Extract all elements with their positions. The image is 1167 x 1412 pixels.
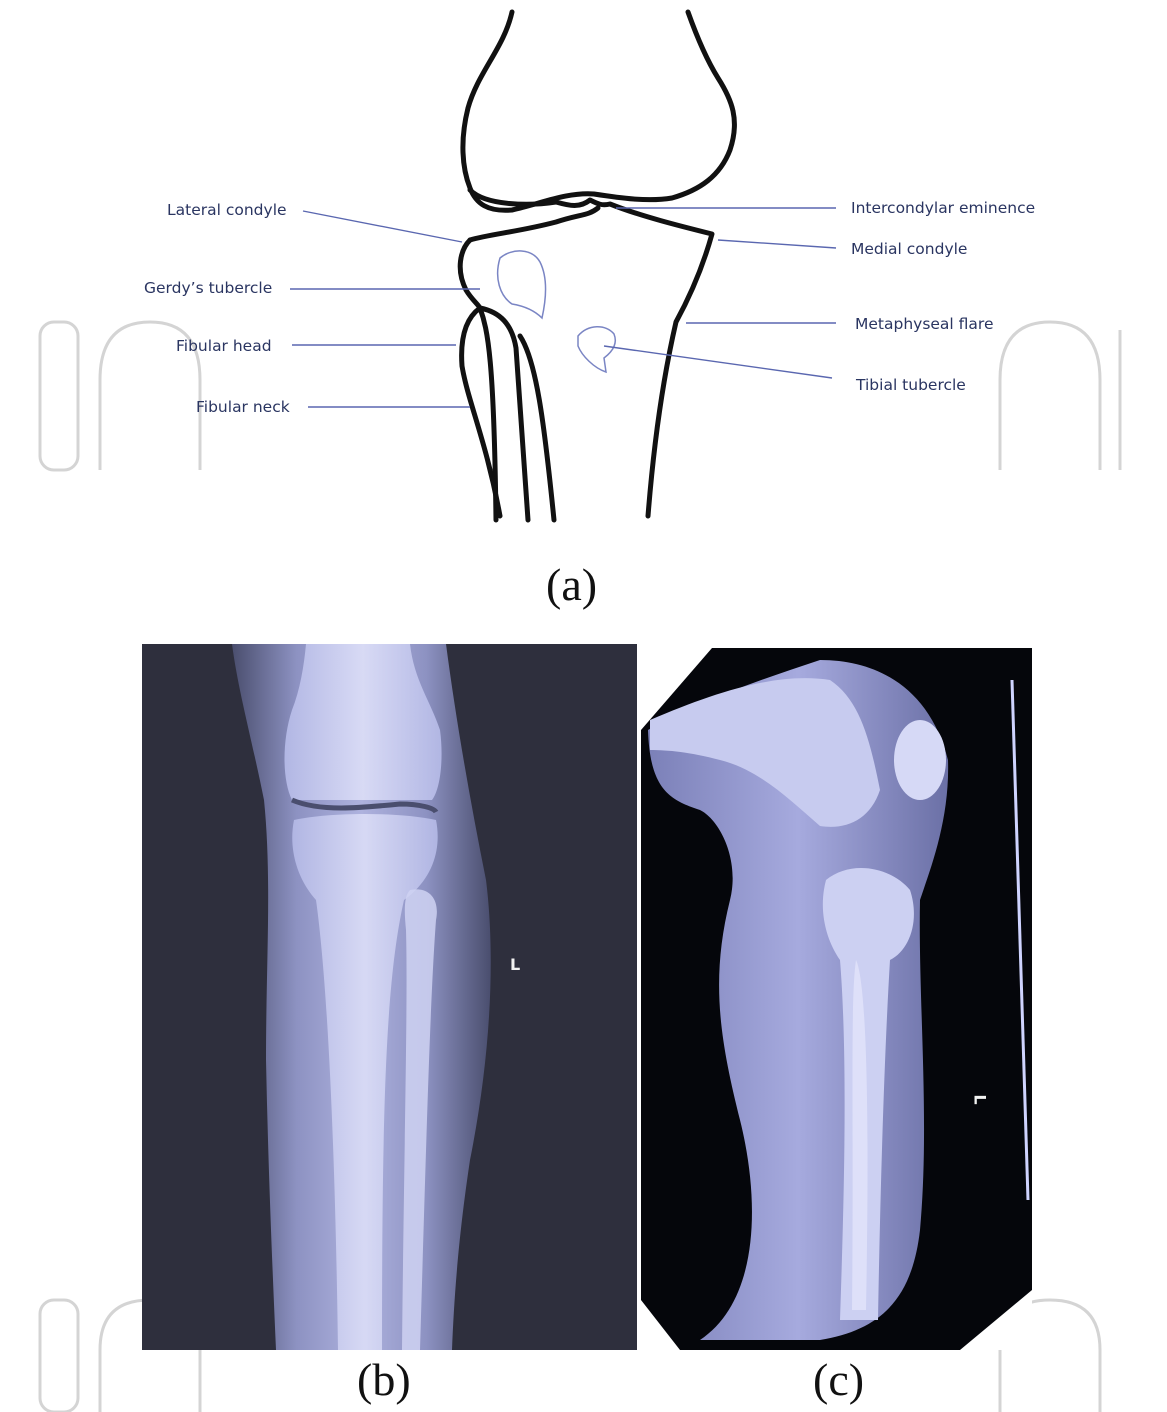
caption-c: (c) — [813, 1355, 864, 1405]
marker-left-c: L — [971, 1094, 990, 1104]
